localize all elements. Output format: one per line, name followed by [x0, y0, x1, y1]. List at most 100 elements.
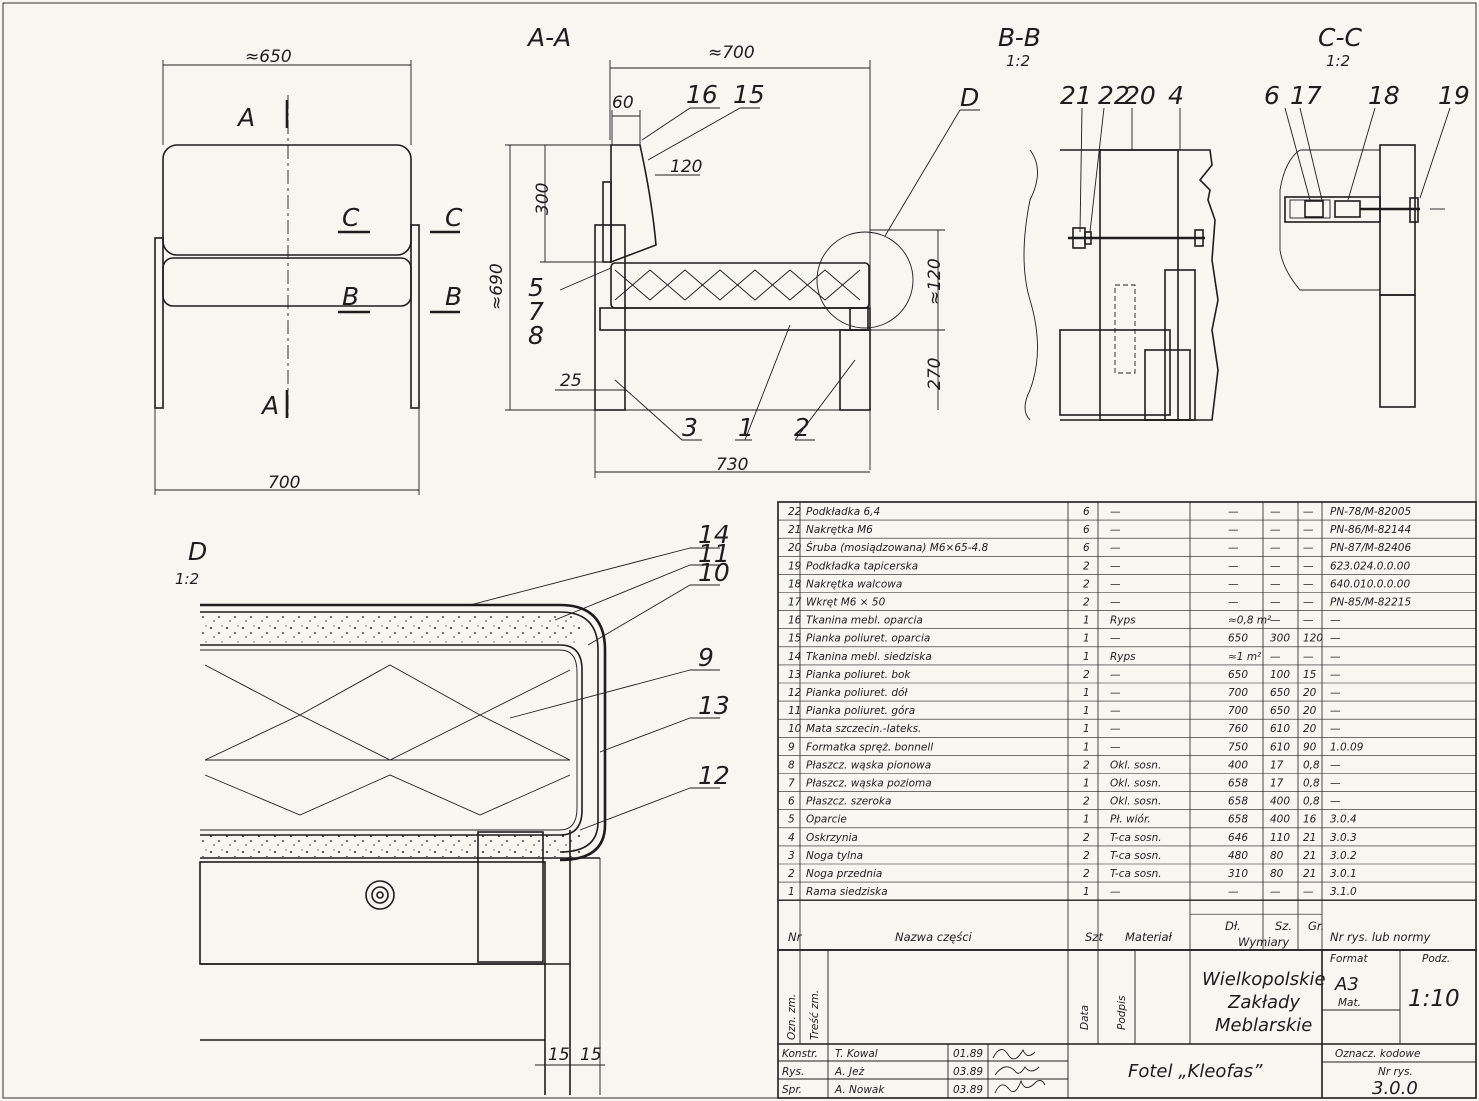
table-cell: 2	[1083, 832, 1090, 844]
table-cell: —	[1110, 705, 1121, 717]
table-cell: 13	[788, 669, 801, 681]
table-cell: Pianka poliuret. dół	[806, 687, 908, 699]
callout-5: 5	[528, 273, 544, 302]
table-cell: 18	[788, 578, 802, 590]
table-cell: 3.1.0	[1330, 886, 1357, 898]
dim-a-a-base-depth: 730	[716, 455, 748, 475]
table-cell: 21	[1303, 850, 1316, 862]
section-a-a-view: A-A	[487, 23, 980, 478]
table-cell: PN-86/M-82144	[1330, 524, 1411, 536]
company-name-line3: Meblarskie	[1215, 1015, 1312, 1036]
table-cell: 640.010.0.0.00	[1330, 578, 1410, 590]
table-cell: 21	[788, 524, 801, 536]
signature-date-1: 01.89	[953, 1048, 983, 1060]
table-cell: 400	[1228, 759, 1248, 771]
table-cell: Okl. sosn.	[1110, 778, 1161, 790]
table-cell: —	[1330, 633, 1341, 645]
detail-mark-d: D	[960, 83, 979, 112]
callout-8: 8	[528, 321, 544, 350]
table-cell: 6	[1083, 506, 1090, 518]
format-value: A3	[1334, 974, 1359, 995]
table-cell: 2	[1083, 669, 1090, 681]
table-cell: Tkanina mebl. siedziska	[806, 651, 932, 663]
table-cell: —	[1110, 597, 1121, 609]
table-cell: 1	[1083, 778, 1090, 790]
callout-4: 4	[1168, 81, 1184, 110]
dim-a-a-backrest-height: 300	[533, 183, 553, 215]
callout-11: 11	[698, 539, 730, 568]
dim-front-width-top: ≈650	[245, 47, 292, 67]
callout-14: 14	[698, 520, 730, 549]
table-cell: 21	[1303, 832, 1316, 844]
callout-18: 18	[1368, 81, 1400, 110]
scale-label: Podz.	[1422, 953, 1450, 965]
callout-16: 16	[686, 80, 718, 109]
table-cell: 650	[1270, 687, 1290, 699]
table-cell: 1	[1083, 687, 1090, 699]
section-c-c-scale: 1:2	[1326, 52, 1350, 70]
table-cell: 1	[1083, 615, 1090, 627]
section-c-c-view: C-C 1:2 6 17 18 19	[1264, 23, 1470, 408]
table-cell: PN-87/M-82406	[1330, 542, 1411, 554]
format-label: Format	[1330, 953, 1368, 965]
table-cell: 1	[1083, 723, 1090, 735]
table-cell: Śruba (mosiądzowana) M6×65-4.8	[806, 541, 988, 554]
table-cell: 22	[788, 506, 802, 518]
signature-name-1: T. Kowal	[835, 1048, 878, 1060]
table-cell: ≈1 m²	[1228, 651, 1262, 663]
table-cell: 12	[788, 687, 802, 699]
callout-3: 3	[682, 413, 698, 442]
table-cell: —	[1303, 597, 1314, 609]
section-mark-c-left: C	[342, 203, 360, 232]
signature-name-3: A. Nowak	[834, 1084, 885, 1096]
table-cell: —	[1330, 723, 1341, 735]
table-cell: 2	[1083, 578, 1090, 590]
table-cell: —	[1228, 524, 1239, 536]
dim-detail-d-1: 15	[548, 1045, 570, 1065]
section-mark-b-left: B	[342, 282, 359, 311]
dim-a-a-foam-thickness: 120	[670, 157, 702, 177]
dim-a-a-overall-depth: ≈700	[708, 43, 755, 63]
table-cell: Wkręt M6 × 50	[806, 597, 886, 609]
table-cell: 1.0.09	[1330, 741, 1364, 753]
table-cell: 623.024.0.0.00	[1330, 560, 1410, 572]
table-cell: Oskrzynia	[806, 832, 858, 844]
table-cell: 7	[788, 778, 795, 790]
table-cell: 11	[788, 705, 801, 717]
table-cell: 646	[1228, 832, 1248, 844]
table-cell: —	[1110, 542, 1121, 554]
table-cell: 610	[1270, 723, 1290, 735]
table-cell: —	[1330, 669, 1341, 681]
table-cell: 300	[1270, 633, 1290, 645]
column-header-drawing-norm: Nr rys. lub normy	[1330, 930, 1431, 944]
table-cell: —	[1110, 886, 1121, 898]
table-cell: —	[1228, 597, 1239, 609]
signature-date-2: 03.89	[953, 1066, 983, 1078]
table-cell: Formatka spręż. bonnell	[806, 741, 933, 753]
dim-a-a-leg-height: 270	[925, 358, 945, 390]
table-cell: T-ca sosn.	[1110, 850, 1162, 862]
scale-value: 1:10	[1408, 986, 1460, 1012]
table-cell: —	[1110, 560, 1121, 572]
callout-20: 20	[1124, 81, 1156, 110]
column-group-dimensions: Wymiary	[1238, 935, 1289, 949]
section-b-b-view: B-B 1:2 21 22 20 4	[998, 23, 1219, 421]
column-header-qty: Szt	[1085, 930, 1103, 944]
table-cell: 1	[1083, 741, 1090, 753]
signature-scribbles	[992, 1048, 1046, 1094]
callout-21: 21	[1060, 81, 1092, 110]
table-cell: —	[1303, 615, 1314, 627]
table-cell: —	[1303, 651, 1314, 663]
table-cell: —	[1110, 723, 1121, 735]
callout-6: 6	[1264, 81, 1280, 110]
callout-22: 22	[1098, 81, 1130, 110]
table-cell: Noga przednia	[806, 868, 882, 880]
